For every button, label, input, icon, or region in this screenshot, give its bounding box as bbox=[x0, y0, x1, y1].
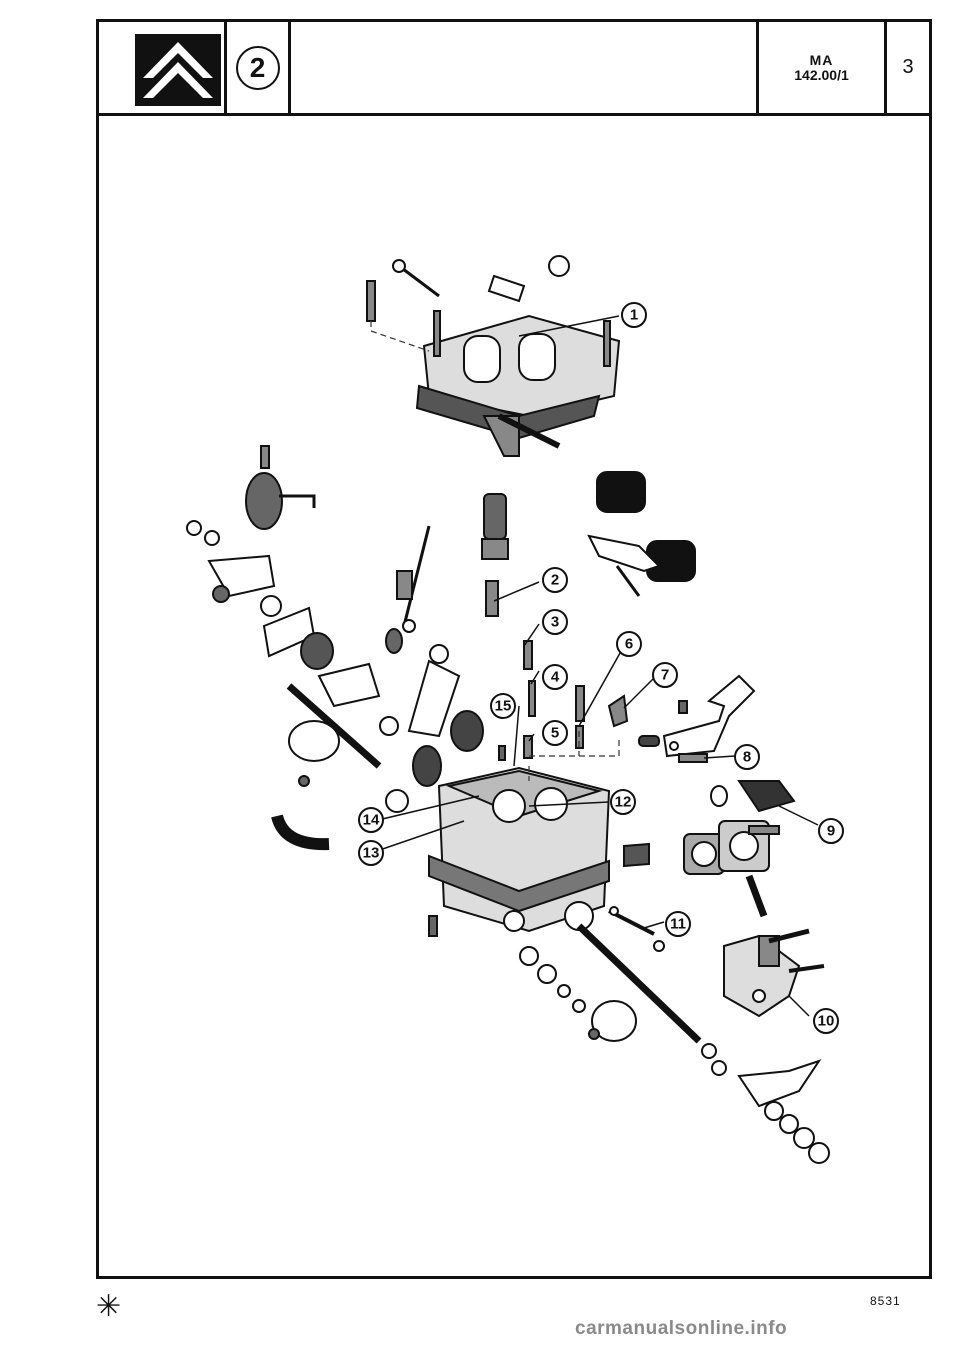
callout-15 bbox=[490, 693, 516, 719]
idle-cutoff-valve bbox=[608, 906, 665, 952]
carburettor-exploded-view: 1 2 3 4 5 6 7 8 9 10 11 12 13 14 15 bbox=[186, 255, 844, 1164]
chapter-cell: 2 bbox=[227, 22, 291, 113]
callout-10 bbox=[813, 1008, 839, 1034]
callout-label: 1 bbox=[630, 307, 638, 324]
title-cell bbox=[291, 22, 759, 113]
callout-leaders bbox=[373, 315, 819, 1017]
fuel-inlet-and-jets bbox=[481, 493, 629, 761]
callout-1 bbox=[621, 302, 647, 328]
carburettor-cover bbox=[366, 255, 621, 457]
choke-linkage bbox=[385, 525, 484, 787]
carburettor-body bbox=[428, 766, 611, 937]
throttle-spindle-left bbox=[271, 662, 409, 851]
reference-code: 142.00/1 bbox=[794, 66, 849, 83]
callout-labels: 1 2 3 4 5 6 7 8 9 10 11 12 13 14 15 bbox=[363, 307, 836, 1030]
callout-9 bbox=[818, 818, 844, 844]
callout-label: 12 bbox=[615, 794, 632, 811]
page-number: 3 bbox=[902, 56, 914, 78]
accelerator-pump bbox=[623, 820, 770, 918]
right-linkage bbox=[638, 674, 796, 835]
callout-3 bbox=[542, 609, 568, 635]
drawing-number: 8531 bbox=[870, 1294, 901, 1308]
asterisk-icon: ✳ bbox=[96, 1290, 122, 1323]
callout-label: 15 bbox=[495, 698, 512, 715]
reference-title: MA bbox=[809, 51, 834, 68]
logo-cell bbox=[99, 22, 227, 113]
chapter-badge: 2 bbox=[235, 45, 280, 90]
callout-label: 5 bbox=[551, 725, 559, 742]
callout-label: 2 bbox=[551, 572, 559, 589]
callout-label: 3 bbox=[551, 614, 559, 631]
callout-7 bbox=[652, 662, 678, 688]
watermark: carmanualsonline.info bbox=[575, 1318, 788, 1339]
callout-label: 9 bbox=[827, 823, 835, 840]
page-number-cell: 3 bbox=[887, 22, 929, 113]
callout-label: 13 bbox=[363, 845, 380, 862]
callout-14 bbox=[358, 807, 384, 833]
callout-label: 8 bbox=[743, 749, 751, 766]
callout-12 bbox=[610, 789, 636, 815]
callout-label: 10 bbox=[818, 1013, 835, 1030]
callout-label: 6 bbox=[625, 636, 633, 653]
callout-label: 7 bbox=[661, 667, 669, 684]
callout-label: 4 bbox=[551, 669, 560, 686]
callout-circles bbox=[358, 302, 844, 1034]
secondary-diaphragm bbox=[723, 928, 825, 1018]
throttle-spindle-right bbox=[519, 923, 830, 1164]
callout-2 bbox=[542, 567, 568, 593]
page-header: 2 MA 142.00/1 3 bbox=[99, 22, 929, 116]
callout-13 bbox=[358, 840, 384, 866]
callout-label: 14 bbox=[363, 812, 380, 829]
reference-cell: MA 142.00/1 bbox=[759, 22, 887, 113]
callout-11 bbox=[665, 911, 691, 937]
callout-label: 11 bbox=[670, 916, 686, 933]
page-frame: 2 MA 142.00/1 3 bbox=[96, 19, 932, 1279]
callout-5 bbox=[542, 720, 568, 746]
callout-8 bbox=[734, 744, 760, 770]
callout-4 bbox=[542, 664, 568, 690]
choke-diaphragm bbox=[186, 445, 334, 670]
citroen-logo-icon bbox=[135, 34, 221, 106]
callout-6 bbox=[616, 631, 642, 657]
float-assembly bbox=[587, 471, 696, 597]
assembly-lines bbox=[370, 321, 620, 781]
